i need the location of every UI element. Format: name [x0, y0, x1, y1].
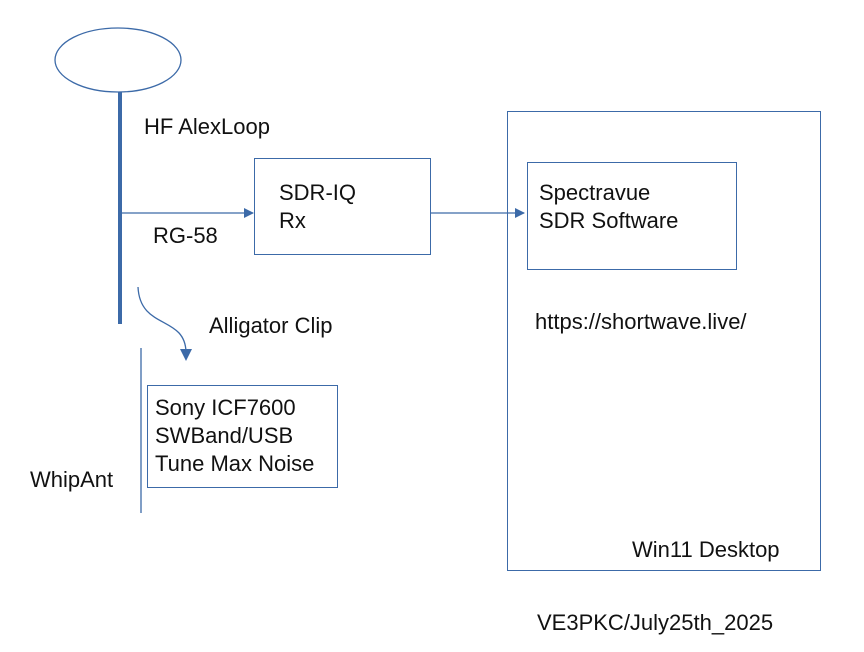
sdr-rx-label: Rx [279, 208, 306, 233]
sdr-iq-box: SDR-IQ Rx [254, 158, 431, 255]
radio-box: Sony ICF7600 SWBand/USB Tune Max Noise [147, 385, 338, 488]
radio-band: SWBand/USB [155, 423, 294, 448]
loop-antenna-icon [54, 27, 182, 93]
url-label: https://shortwave.live/ [535, 309, 747, 334]
software-name: Spectravue [539, 180, 651, 205]
whip-label: WhipAnt [30, 467, 114, 492]
footer-credit: VE3PKC/July25th_2025 [537, 610, 774, 635]
coax-label: RG-58 [153, 223, 218, 248]
antenna-label: HF AlexLoop [144, 114, 270, 139]
alligator-clip-arrow [137, 286, 187, 353]
clip-label: Alligator Clip [209, 313, 333, 338]
desktop-box: https://shortwave.live/ Win11 Desktop [507, 111, 821, 571]
sdr-iq-label: SDR-IQ [279, 180, 356, 205]
arrowhead-icon [180, 349, 192, 361]
radio-tune: Tune Max Noise [155, 451, 315, 476]
radio-model: Sony ICF7600 [155, 395, 296, 420]
desktop-label: Win11 Desktop [632, 537, 780, 562]
software-desc: SDR Software [539, 208, 679, 233]
software-box: Spectravue SDR Software [527, 162, 737, 270]
